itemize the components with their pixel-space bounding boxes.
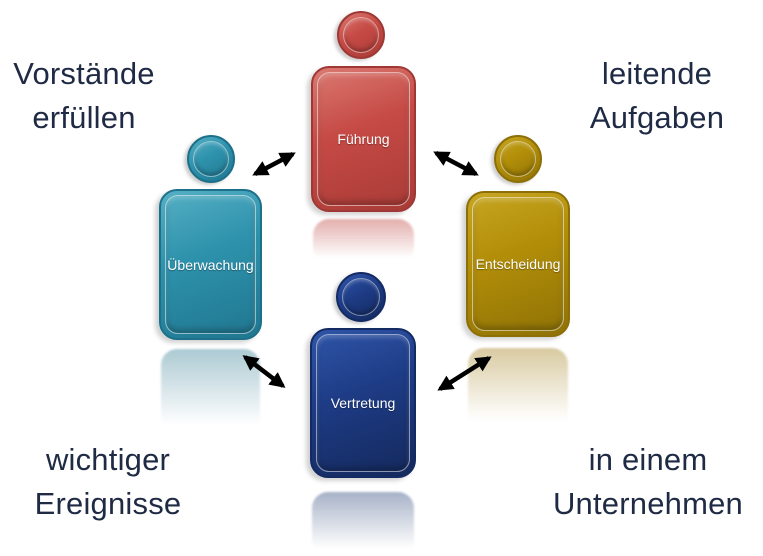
text-line: wichtiger [45, 442, 171, 477]
figure-reflection [468, 348, 568, 430]
figure-label-ueberwachung: Überwachung [167, 256, 254, 273]
person-body-icon: Vertretung [310, 328, 416, 478]
figure-reflection [161, 349, 260, 435]
text-line: Unternehmen [552, 486, 744, 521]
text-bottom-right: in einem Unternehmen [542, 438, 754, 526]
body-bevel-ring [165, 195, 256, 334]
text-line: Vorstände [13, 56, 155, 91]
figure-label-fuehrung: Führung [337, 131, 390, 147]
person-head-icon [187, 135, 235, 183]
body-bevel-ring [316, 334, 410, 472]
person-body-icon: Überwachung [159, 189, 262, 340]
figure-label-entscheidung: Entscheidung [475, 256, 561, 272]
person-body-icon: Entscheidung [466, 191, 570, 337]
text-bottom-left: wichtiger Ereignisse [14, 438, 202, 526]
person-head-icon [337, 11, 385, 59]
figure-reflection [313, 219, 414, 263]
body-bevel-ring [317, 72, 410, 206]
text-line: Aufgaben [589, 100, 725, 135]
text-line: in einem [588, 442, 708, 477]
arrow-fuehrung-entscheidung [433, 151, 479, 176]
figure-reflection [312, 492, 414, 556]
text-line: leitende [601, 56, 713, 91]
person-head-icon [494, 135, 542, 183]
text-line: Ereignisse [34, 486, 182, 521]
head-bevel-ring [342, 278, 380, 316]
head-bevel-ring [193, 141, 229, 177]
text-line: erfüllen [32, 100, 136, 135]
text-top-right: leitende Aufgaben [562, 52, 752, 140]
person-head-icon [336, 272, 386, 322]
head-bevel-ring [500, 141, 536, 177]
figure-label-vertretung: Vertretung [330, 395, 396, 411]
body-bevel-ring [472, 197, 564, 331]
arrow-ueberwachung-fuehrung [252, 152, 296, 176]
head-bevel-ring [343, 17, 379, 53]
text-top-left: Vorstände erfüllen [0, 52, 168, 140]
person-body-icon: Führung [311, 66, 416, 212]
